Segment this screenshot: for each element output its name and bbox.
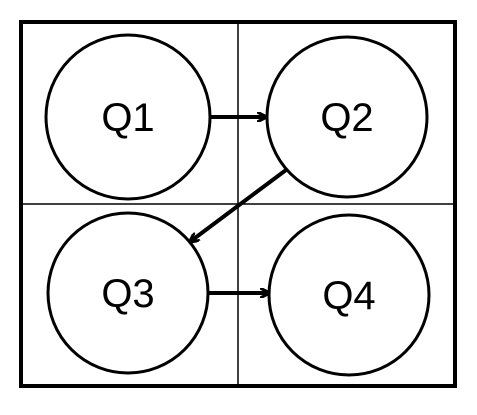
quadrant-node-q3: Q3 xyxy=(46,211,210,375)
quadrant-node-q2: Q2 xyxy=(265,35,429,199)
label-q4: Q4 xyxy=(322,274,375,318)
quadrant-node-q4: Q4 xyxy=(267,213,431,377)
quadrant-node-q1: Q1 xyxy=(44,33,212,201)
label-q2: Q2 xyxy=(320,96,373,140)
circle-q2 xyxy=(265,35,429,199)
label-q1: Q1 xyxy=(101,96,154,140)
label-q3: Q3 xyxy=(101,272,154,316)
arrow-q2-to-q3 xyxy=(191,168,288,241)
